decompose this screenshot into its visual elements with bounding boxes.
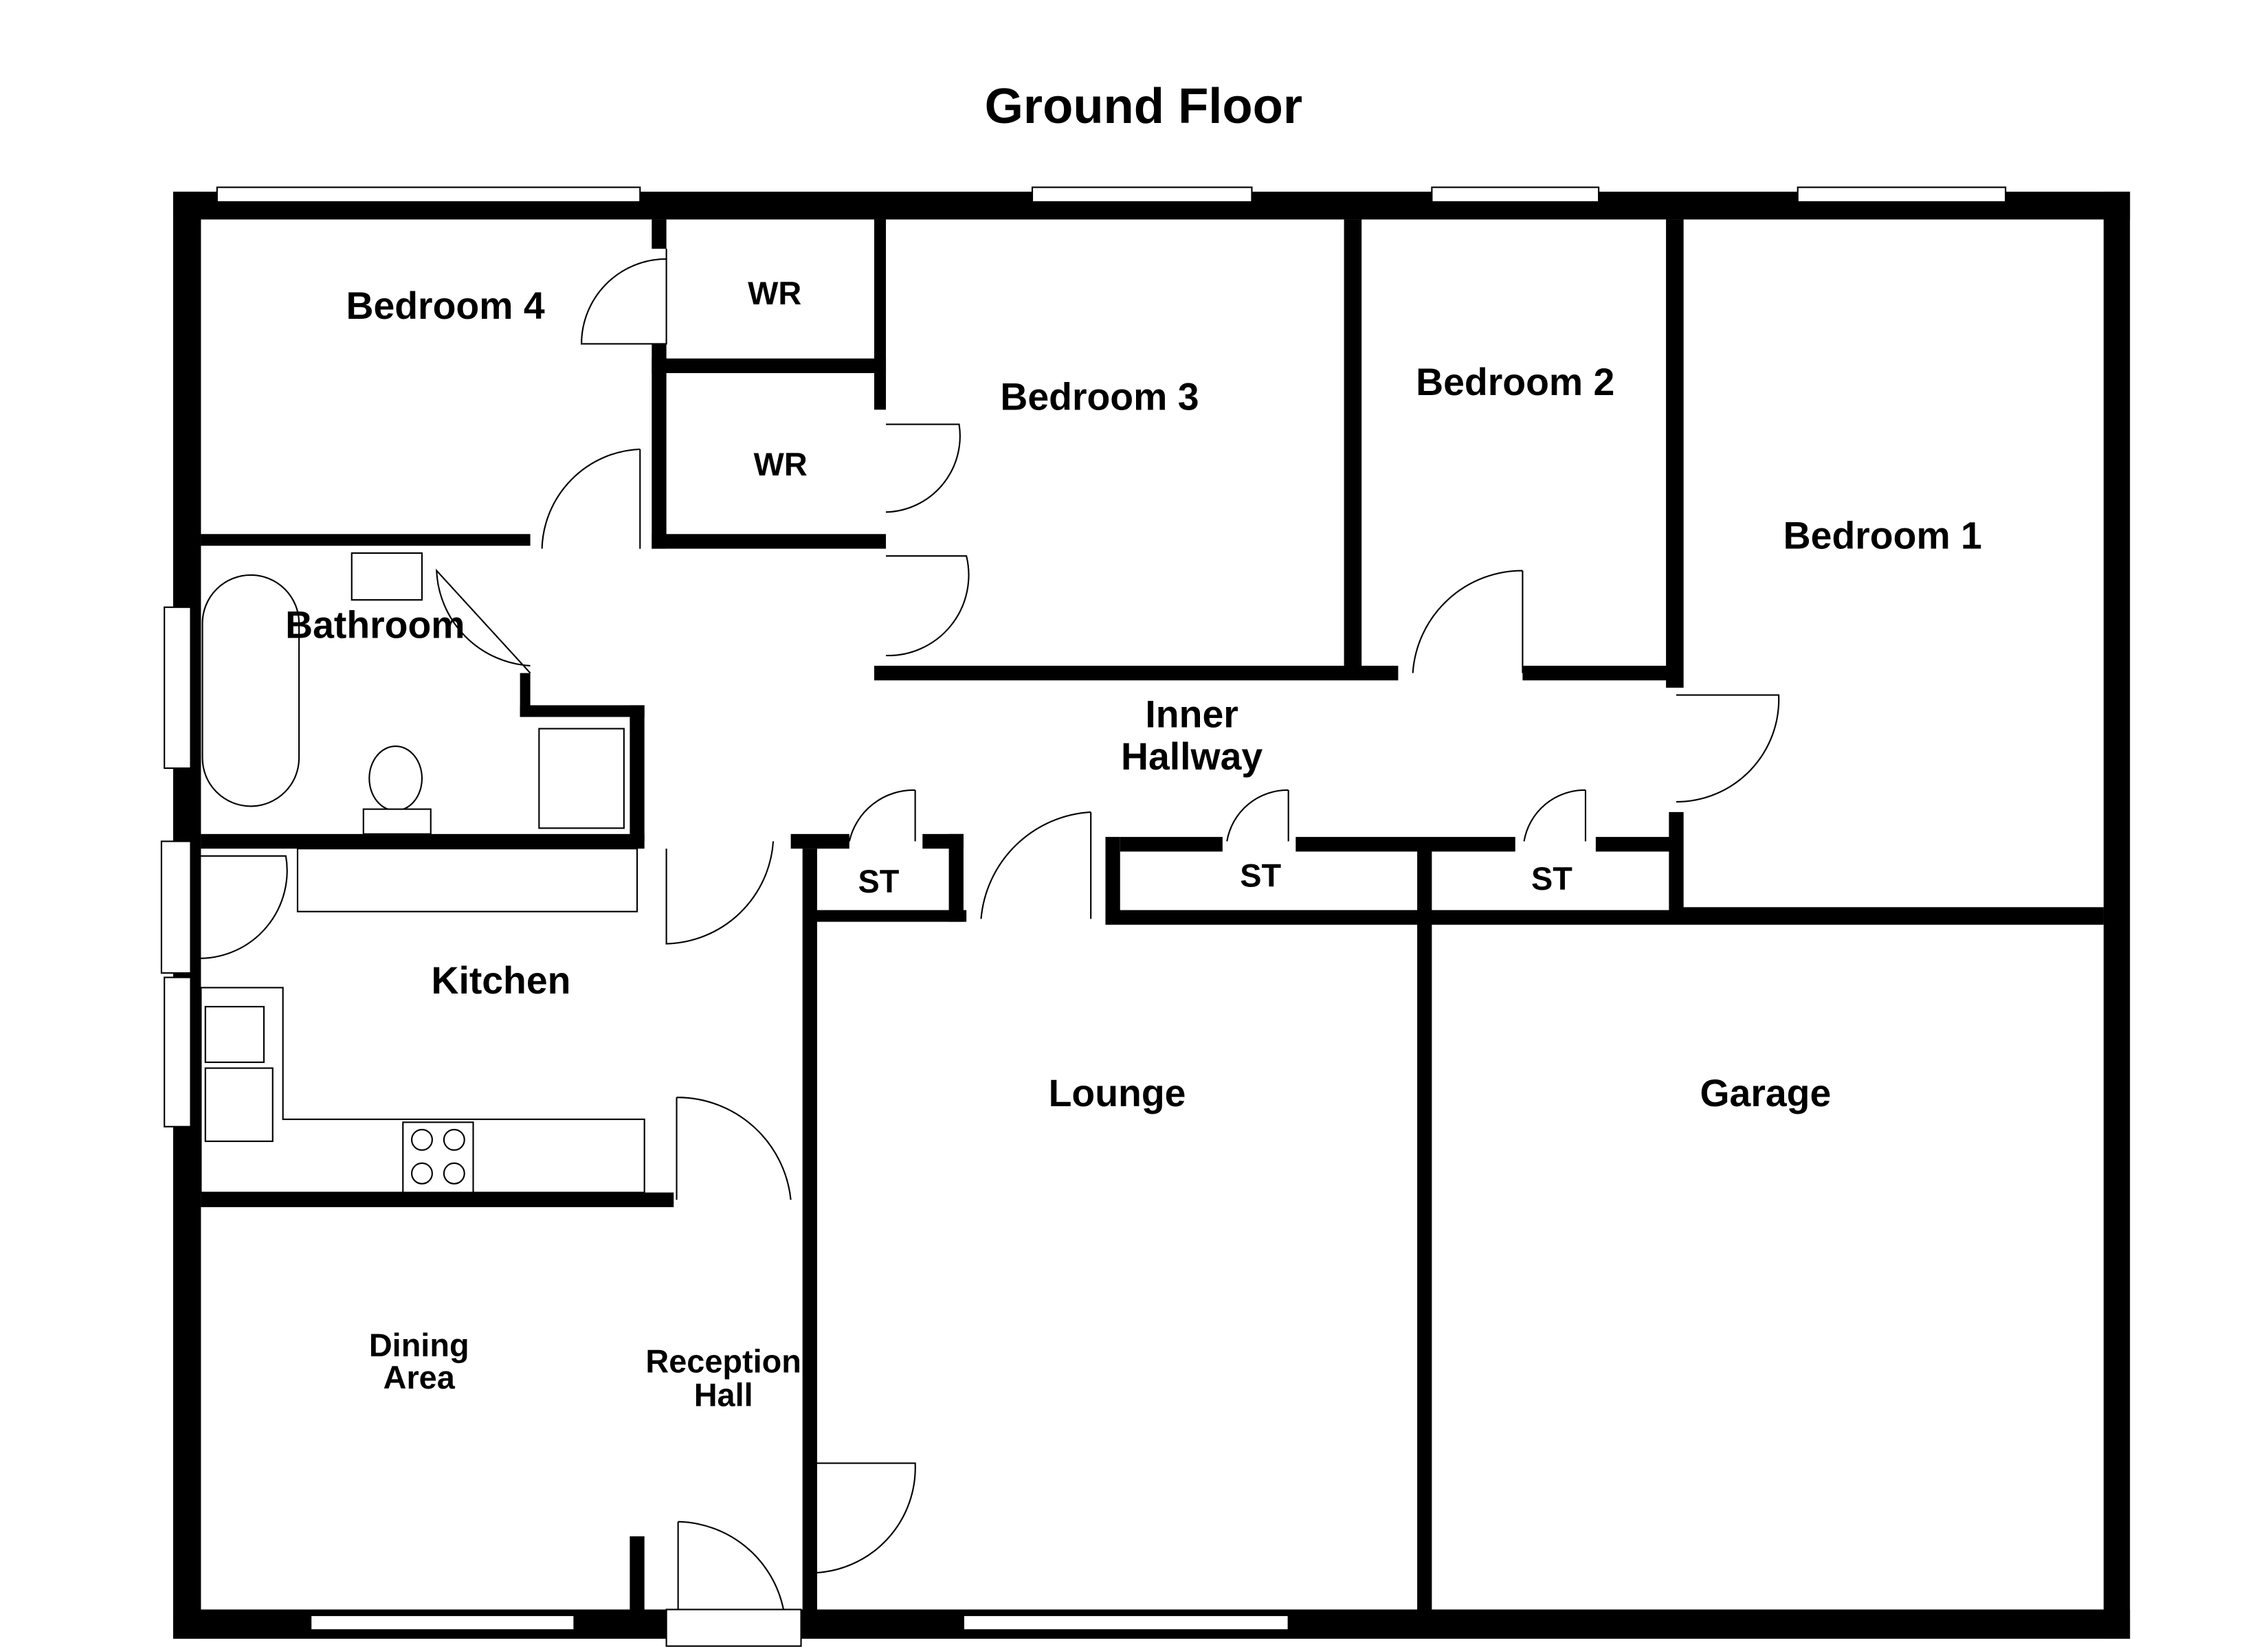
- label-reception-1: Reception: [645, 1344, 801, 1380]
- label-wr-2: WR: [754, 447, 808, 482]
- label-reception-2: Hall: [694, 1377, 753, 1413]
- doors: [201, 249, 1780, 1610]
- label-bedroom-1: Bedroom 1: [1783, 515, 1982, 557]
- windows: [160, 186, 2007, 1647]
- label-garage: Garage: [1700, 1072, 1832, 1114]
- fixtures: [200, 552, 645, 1193]
- label-bathroom: Bathroom: [285, 603, 465, 646]
- hob-icon: [402, 1121, 474, 1193]
- label-wr-1: WR: [748, 276, 801, 311]
- bath-icon: [201, 574, 300, 807]
- label-lounge: Lounge: [1049, 1072, 1186, 1114]
- walls: [173, 191, 2131, 1639]
- shower-icon: [538, 728, 625, 829]
- label-st-1: ST: [858, 864, 899, 899]
- label-dining-1: Dining: [369, 1327, 469, 1363]
- label-bedroom-3: Bedroom 3: [1000, 375, 1199, 418]
- sink-icon: [204, 1006, 265, 1064]
- label-st-2: ST: [1240, 858, 1281, 894]
- label-dining-2: Area: [383, 1360, 456, 1395]
- kitchen-counter: [296, 848, 638, 912]
- room-labels: Bedroom 4 WR WR Bedroom 3 Bedroom 2 Bedr…: [285, 276, 1982, 1413]
- label-inner-hallway-1: Inner: [1145, 693, 1238, 735]
- basin-icon: [351, 552, 423, 601]
- floor-title: Ground Floor: [985, 78, 1302, 134]
- label-bedroom-2: Bedroom 2: [1416, 361, 1614, 403]
- label-st-3: ST: [1531, 861, 1572, 897]
- label-inner-hallway-2: Hallway: [1121, 735, 1263, 778]
- label-bedroom-4: Bedroom 4: [346, 284, 544, 327]
- label-kitchen: Kitchen: [431, 959, 570, 1002]
- toilet-icon: [368, 745, 423, 811]
